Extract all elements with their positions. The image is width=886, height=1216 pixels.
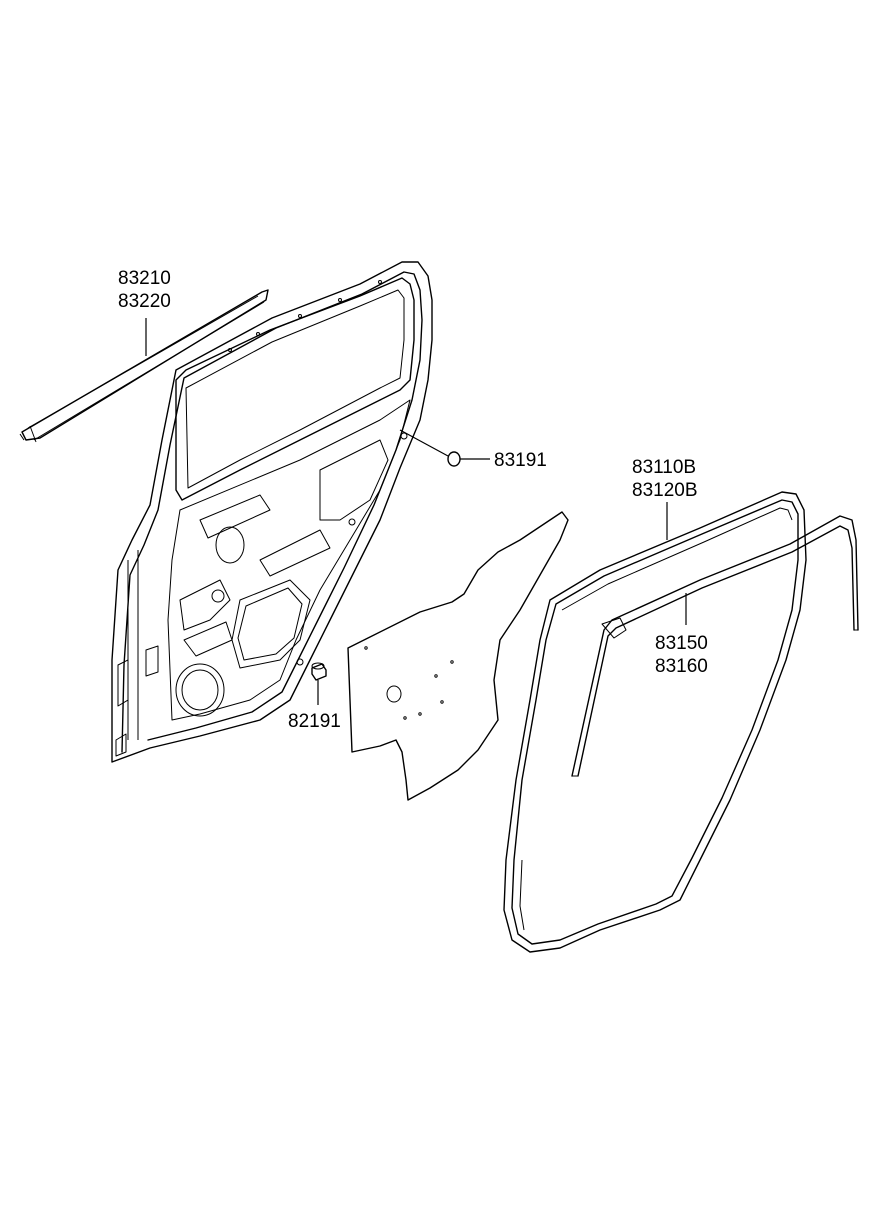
door-weatherstrip <box>503 491 807 953</box>
waterproof-sheet <box>347 511 569 801</box>
panel-opening-upper <box>215 526 245 564</box>
part-label-83210: 83210 <box>118 268 171 289</box>
part-label-83191: 83191 <box>494 450 547 471</box>
door-panel <box>111 261 433 763</box>
speaker-opening <box>175 663 225 717</box>
plug-82191 <box>311 662 327 705</box>
belt-moulding-strip <box>19 289 269 443</box>
part-label-83160: 83160 <box>655 656 708 677</box>
part-label-83120b: 83120B <box>632 480 698 501</box>
part-label-83150: 83150 <box>655 633 708 654</box>
part-label-83110b: 83110B <box>632 457 697 478</box>
part-label-83220: 83220 <box>118 291 171 312</box>
glass-run-channel <box>571 515 859 777</box>
part-label-82191: 82191 <box>288 711 341 732</box>
grommet-83191 <box>399 429 490 467</box>
